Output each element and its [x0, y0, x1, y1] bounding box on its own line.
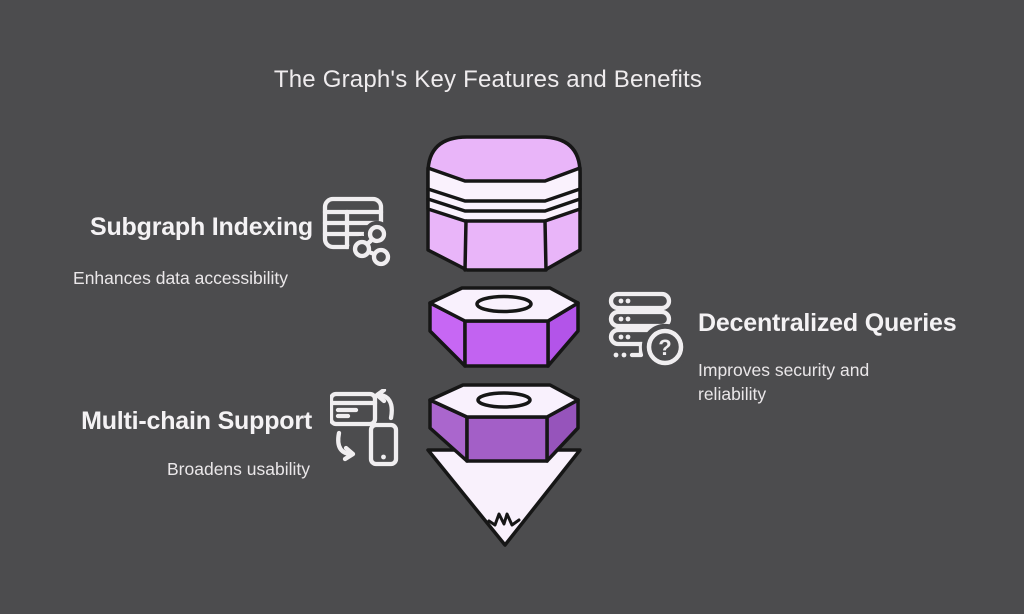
middle-nut-top-face: [428, 286, 580, 323]
funnel-cone-crack: [487, 512, 521, 527]
question-mark-glyph: ?: [658, 335, 671, 360]
feature-description-subgraph-indexing: Enhances data accessibility: [73, 268, 288, 288]
top-cap-stripe-band: [426, 166, 582, 223]
feature-label-subgraph-indexing: Subgraph Indexing: [90, 213, 313, 241]
feature-label-decentralized-queries: Decentralized Queries: [698, 309, 957, 337]
cone-body: [426, 448, 582, 547]
middle-nut-hole: [475, 294, 533, 314]
bottom-nut-top-face: [428, 383, 580, 419]
server-question-icon: ?: [608, 291, 686, 368]
feature-label-multi-chain-support: Multi-chain Support: [81, 407, 312, 435]
top-cap-front-edges: [463, 219, 548, 272]
funnel-diagram: [426, 135, 582, 547]
funnel-middle-nut: [428, 286, 580, 368]
funnel-bottom-nut: [428, 383, 580, 463]
page-title: The Graph's Key Features and Benefits: [273, 66, 703, 93]
device-swap-icon: [330, 389, 399, 467]
bottom-nut-hole: [476, 391, 532, 409]
funnel-cone: [426, 448, 582, 547]
top-cap-stripe-line: [426, 197, 582, 213]
funnel-top-cap: [426, 135, 582, 272]
feature-description-decentralized-queries: Improves security and reliability: [698, 360, 870, 404]
table-share-icon: [322, 196, 395, 268]
top-cap-stripe-line: [426, 187, 582, 203]
feature-description-multi-chain-support: Broadens usability: [167, 459, 310, 479]
bottom-nut-front-face: [465, 415, 549, 463]
middle-nut-front-face: [463, 319, 550, 368]
